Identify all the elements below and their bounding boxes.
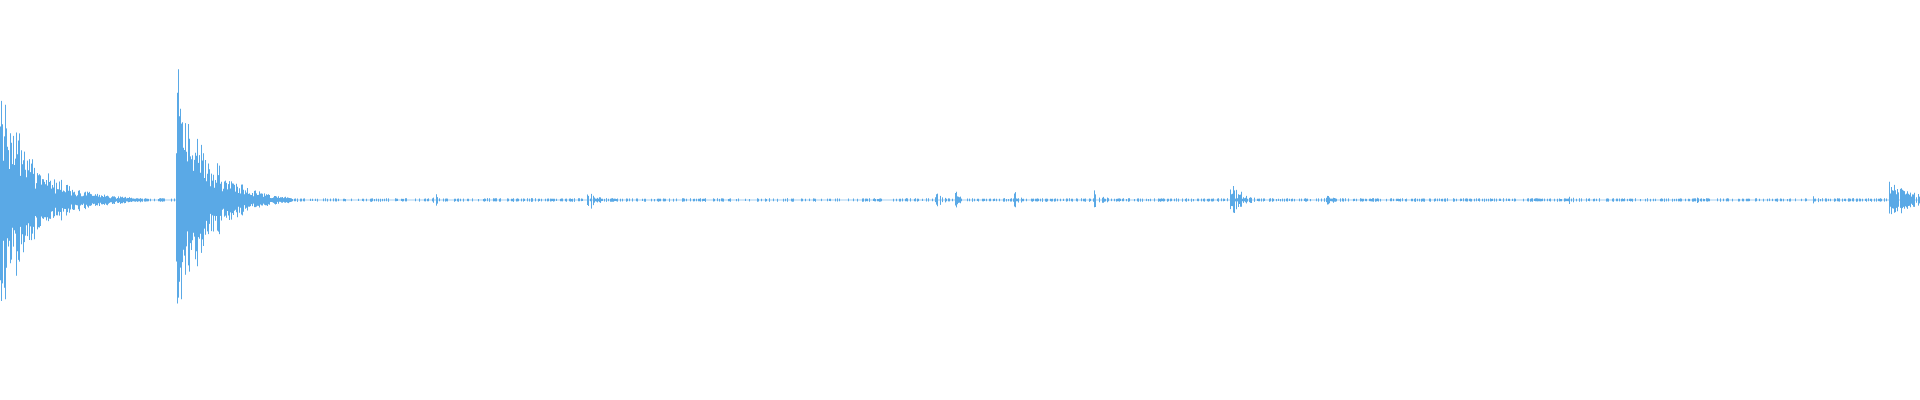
waveform-bars xyxy=(0,69,1920,304)
